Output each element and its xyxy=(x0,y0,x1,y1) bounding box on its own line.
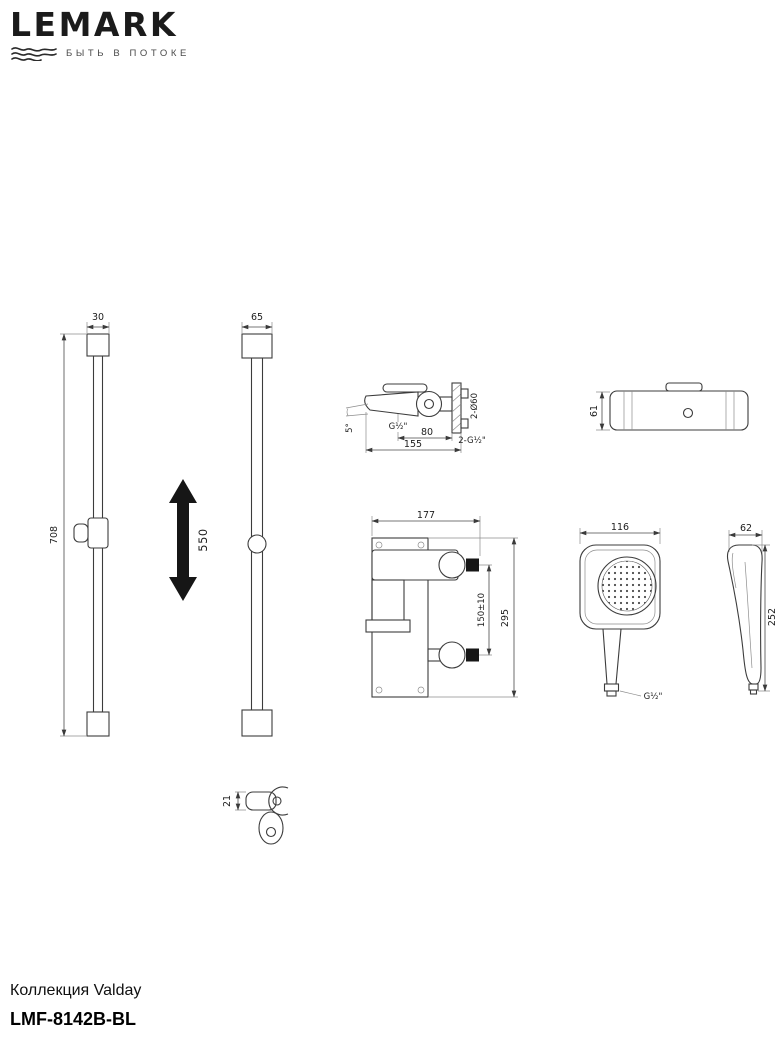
label-escutcheons: 2-Ø60 xyxy=(469,393,480,419)
brand-header: LEMARK БЫТЬ В ПОТОКЕ xyxy=(10,8,190,61)
label-inlets: 2-G½" xyxy=(458,436,486,446)
handshower-side-view: 62 252 xyxy=(726,523,776,695)
brand-logo-text: LEMARK xyxy=(10,5,178,44)
dim-mixer-width: 177 xyxy=(417,510,435,521)
mixer-escutcheon-bottom xyxy=(438,641,466,669)
dim-mixer-angle: 5° xyxy=(345,423,355,433)
mixer-pivot xyxy=(415,390,443,418)
bracket-pad xyxy=(258,811,284,845)
product-info: Коллекция Valday LMF-8142B-BL xyxy=(10,982,141,1030)
rail-side-view: 65 xyxy=(241,312,273,737)
dim-rail-side-cap-width: 65 xyxy=(251,312,263,323)
rail-side-top-cap xyxy=(241,333,273,359)
brand-tagline: БЫТЬ В ПОТОКЕ xyxy=(66,47,190,59)
rail-slider-knob xyxy=(73,523,89,543)
rail-side-bottom-cap xyxy=(241,709,273,737)
dim-inlet-spacing: 150±10 xyxy=(477,593,487,627)
dim-mixer-height: 295 xyxy=(500,609,511,627)
mixer-top-cap-detail xyxy=(682,407,694,419)
rail-side-tube xyxy=(250,357,264,711)
dim-handshower-width: 116 xyxy=(611,522,629,533)
rail-slider-body xyxy=(87,517,109,549)
double-arrow-icon xyxy=(169,479,197,601)
mixer-escutcheon-top xyxy=(438,551,466,579)
mixer-side-view: 5° G½" 80 155 2-Ø60 2-G½" xyxy=(345,382,486,453)
mixer-lever xyxy=(382,383,428,393)
bracket-clamp xyxy=(268,786,289,816)
dim-handshower-depth: 62 xyxy=(740,523,752,534)
slider-travel-arrow: 550 xyxy=(169,479,210,601)
mixer-top-lever xyxy=(665,382,703,392)
mixer-top-body xyxy=(609,390,749,431)
mixer-spout-outlet xyxy=(365,619,411,633)
collection-label: Коллекция Valday xyxy=(10,982,142,999)
dim-handshower-length: 252 xyxy=(767,608,776,626)
rail-front-view: 30 708 xyxy=(49,312,110,737)
mixer-inlet-square-bottom xyxy=(466,648,479,662)
handshower-front-view: 116 G½" xyxy=(579,522,663,702)
dim-mixer-wall-offset: 80 xyxy=(421,427,433,438)
label-outlet-thread: G½" xyxy=(389,422,408,432)
wave-icon xyxy=(11,47,57,61)
bracket-view: 21 xyxy=(222,786,289,845)
mixer-front-view: 177 150±10 295 xyxy=(365,510,518,698)
spray-face-ring xyxy=(597,556,657,616)
bracket-arm xyxy=(245,791,277,811)
model-number: LMF-8142B-BL xyxy=(10,1009,137,1029)
dim-slider-travel: 550 xyxy=(196,528,210,551)
dim-rail-cap-width: 30 xyxy=(92,312,104,323)
dim-rail-length: 708 xyxy=(49,526,60,544)
handshower-connector xyxy=(603,683,620,692)
dim-mixer-length: 155 xyxy=(404,439,422,450)
mixer-top-view: 61 xyxy=(589,382,749,431)
mixer-inlet-square-top xyxy=(466,558,479,572)
technical-drawing: 30 708 550 65 xyxy=(49,312,776,845)
mixer-inlet-top xyxy=(460,388,469,399)
brand-subline: БЫТЬ В ПОТОКЕ xyxy=(11,45,190,61)
rail-top-cap xyxy=(86,333,110,357)
label-handshower-thread: G½" xyxy=(644,692,663,702)
mixer-wall-plate xyxy=(451,382,462,434)
rail-bottom-cap xyxy=(86,711,110,737)
spray-nozzles xyxy=(601,560,653,612)
rail-side-slider-knob xyxy=(247,534,267,554)
mixer-spout xyxy=(364,391,419,417)
mixer-inlet-bottom xyxy=(460,418,469,429)
dim-mixer-depth: 61 xyxy=(589,405,600,417)
dim-bracket-thickness: 21 xyxy=(222,795,233,807)
mixer-spout-front xyxy=(371,579,405,625)
handshower-handle xyxy=(602,628,622,685)
